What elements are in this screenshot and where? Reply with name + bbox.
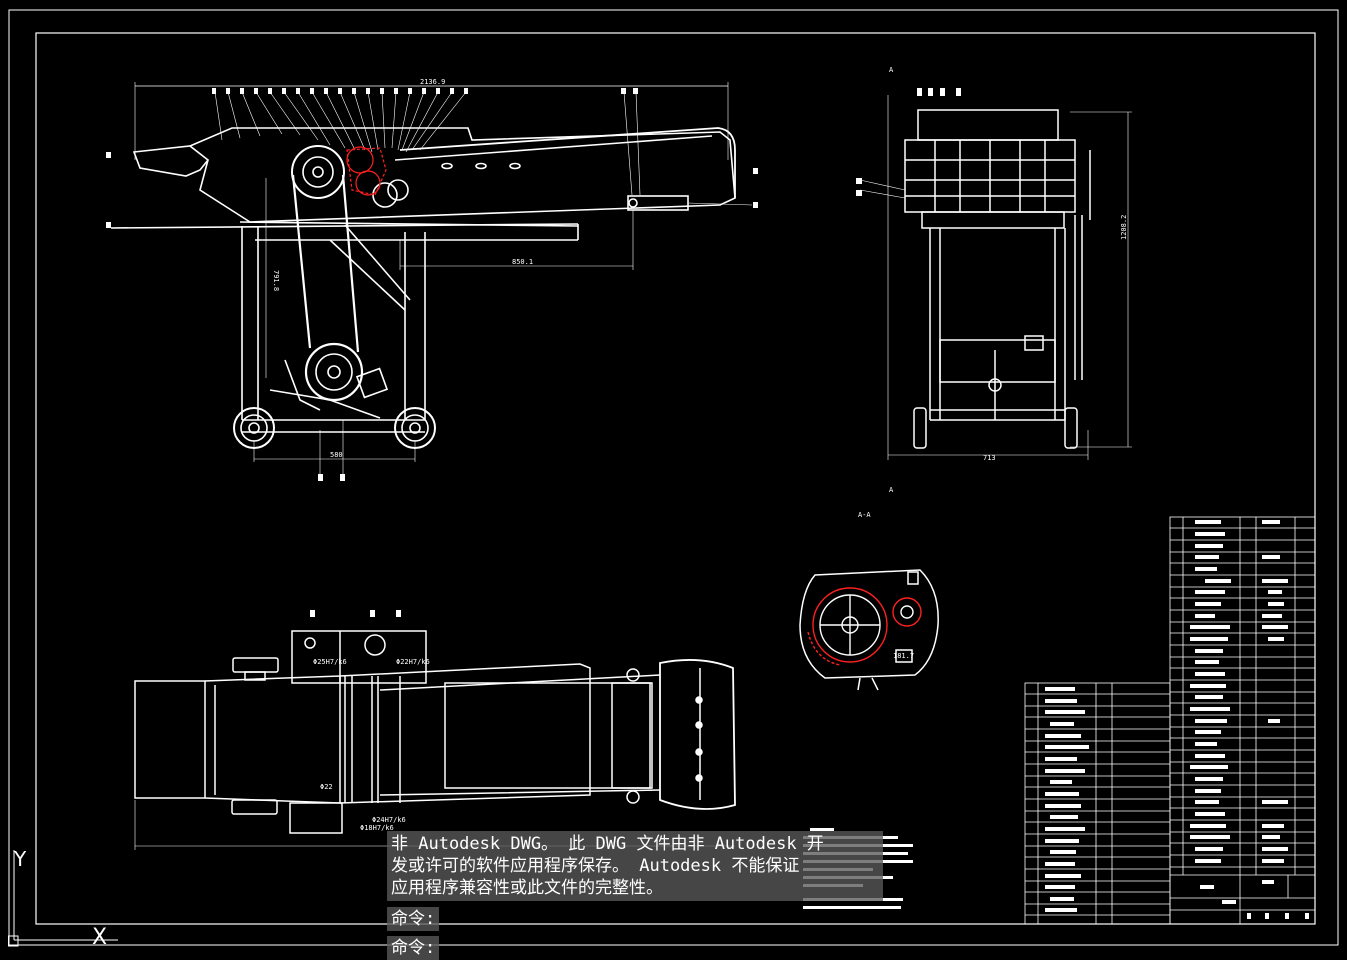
- command-prompt-1[interactable]: 命令:: [387, 907, 440, 931]
- front-cutter-highlight: [346, 146, 387, 196]
- non-autodesk-dwg-warning: 非 Autodesk DWG。 此 DWG 文件由非 Autodesk 开 发或…: [387, 831, 883, 901]
- section-mark-bottom: A: [889, 486, 894, 494]
- dim-plan-2: Φ22H7/k6: [396, 658, 430, 666]
- dim-front-mid: 850.1: [512, 258, 533, 266]
- side-view: [859, 95, 1132, 460]
- parts-list-left: [1024, 682, 1171, 925]
- parts-list-text: [1045, 520, 1309, 919]
- dim-front-length: 2136.9: [420, 78, 445, 86]
- section-label: A-A: [858, 511, 871, 519]
- command-prompt-2[interactable]: 命令:: [387, 936, 440, 960]
- ucs-y-label: Y: [13, 847, 27, 871]
- inner-frame: [35, 32, 1316, 925]
- section-red-detail: [807, 587, 922, 666]
- plan-markers: [310, 610, 401, 617]
- dim-plan-4: Φ18H7/k6: [360, 824, 394, 832]
- dim-plan-1: Φ25H7/k6: [313, 658, 347, 666]
- front-view: [106, 82, 758, 481]
- warning-line-2: 发或许可的软件应用程序保存。 Autodesk 不能保证: [391, 856, 800, 876]
- dim-front-vert: 791.8: [272, 270, 280, 291]
- section-view: [799, 569, 939, 691]
- parts-list-right: [1169, 516, 1316, 925]
- dim-section: 181.7: [893, 652, 914, 660]
- section-mark-top: A: [889, 66, 894, 74]
- dim-plan-5: Φ22: [320, 783, 333, 791]
- ucs-icon: Y X: [8, 847, 118, 950]
- ucs-x-label: X: [92, 925, 107, 950]
- plan-view: [134, 630, 736, 850]
- dim-side-height: 1208.2: [1120, 215, 1128, 240]
- dim-plan-3: Φ24H7/k6: [372, 816, 406, 824]
- dim-side-width: 713: [983, 454, 996, 462]
- side-view-markers: [856, 88, 961, 196]
- warning-line-3: 应用程序兼容性或此文件的完整性。: [391, 878, 663, 898]
- dim-front-wheelbase: 580: [330, 451, 343, 459]
- warning-line-1: 非 Autodesk DWG。 此 DWG 文件由非 Autodesk 开: [391, 834, 824, 854]
- outer-frame: [8, 9, 1339, 946]
